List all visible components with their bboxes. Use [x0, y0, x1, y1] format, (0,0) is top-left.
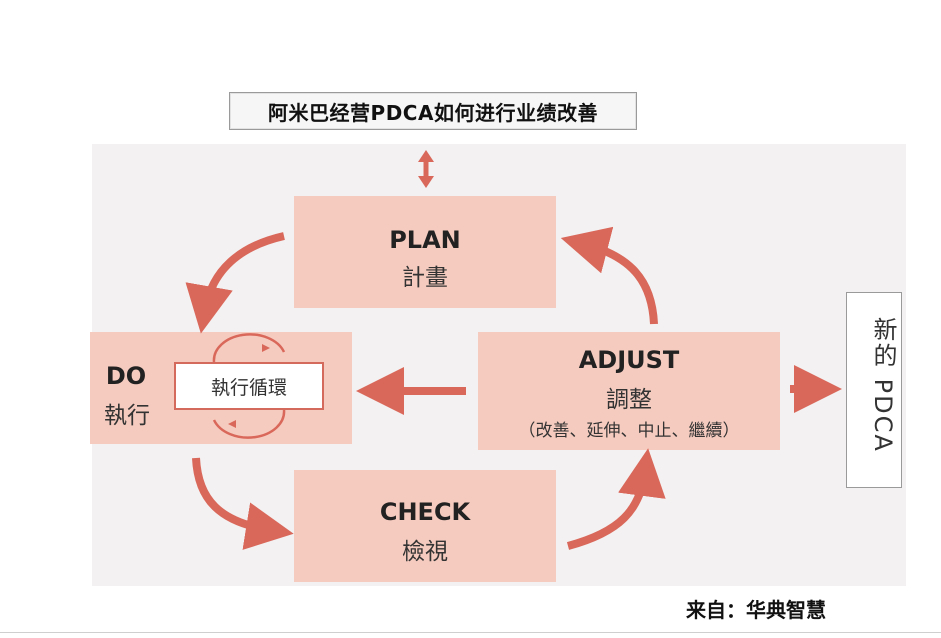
arrow-do-to-check — [192, 457, 294, 550]
arrow-check-to-adjust — [566, 448, 666, 550]
new-pdca-label: 新的 PDCA — [869, 317, 897, 453]
do-label-zh: 執行 — [104, 403, 150, 429]
source-credit: 来自：华典智慧 — [686, 598, 826, 622]
adjust-options: （改善、延伸、中止、繼續） — [518, 421, 740, 441]
plan-label-zh: 計畫 — [402, 265, 448, 291]
arrow-plan-to-do — [185, 232, 285, 334]
plan-label: PLAN — [389, 226, 461, 254]
check-label: CHECK — [379, 498, 471, 526]
new-pdca-box: 新的 PDCA — [846, 292, 902, 488]
check-box: CHECK 檢視 — [294, 470, 556, 582]
adjust-box: ADJUST 調整 （改善、延伸、中止、繼續） — [478, 332, 780, 450]
check-label-zh: 檢視 — [402, 539, 448, 565]
divider — [0, 632, 941, 633]
adjust-label: ADJUST — [578, 346, 680, 374]
do-label: DO — [105, 362, 147, 390]
cycle-ring-icon — [212, 333, 286, 439]
arrow-adjust-to-plan — [560, 226, 658, 325]
double-arrow-icon — [418, 150, 434, 188]
diagram-title: 阿米巴经营PDCA如何进行业绩改善 — [229, 92, 637, 130]
adjust-label-zh: 調整 — [606, 387, 652, 413]
execution-cycle-box: 執行循環 — [174, 362, 324, 410]
plan-box: PLAN 計畫 — [294, 196, 556, 308]
